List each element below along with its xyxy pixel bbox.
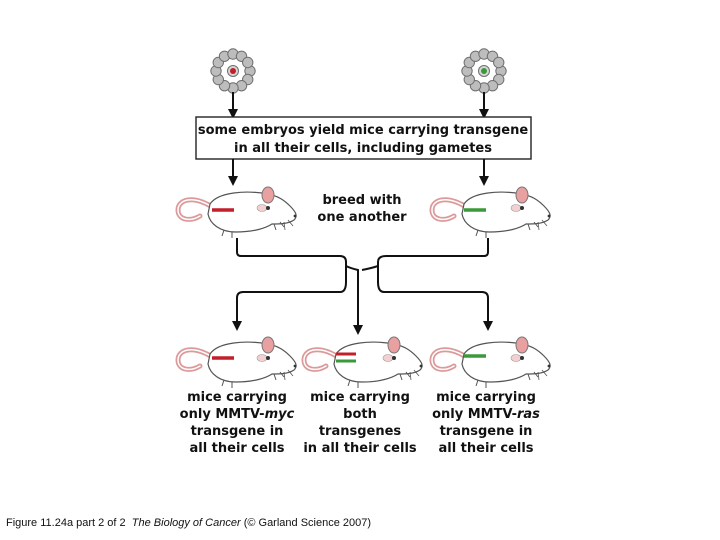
label-line: mice carrying: [310, 390, 410, 405]
breeding-connectors: [232, 238, 493, 335]
caption-book-title: The Biology of Cancer: [131, 517, 241, 529]
embryo-cell: [493, 56, 505, 69]
embryo-ras-icon: [461, 48, 507, 94]
mouse-offspring-ras: [432, 337, 550, 388]
mouse-offspring-myc: [178, 337, 296, 388]
label-line: mice carrying: [187, 390, 287, 405]
breed-label-line-1: breed with: [322, 193, 401, 208]
statement-line-2: in all their cells, including gametes: [234, 141, 492, 156]
label-offspring-ras: mice carrying only MMTV-ras transgene in…: [432, 390, 540, 456]
label-line: transgenes: [319, 424, 402, 439]
statement-line-1: some embryos yield mice carrying transge…: [198, 123, 528, 138]
label-line: all their cells: [189, 441, 284, 456]
breed-label-line-2: one another: [317, 210, 407, 225]
label-line: only MMTV-myc: [180, 407, 295, 422]
label-line: mice carrying: [436, 390, 536, 405]
label-line: transgene in: [191, 424, 284, 439]
label-offspring-myc: mice carrying only MMTV-myc transgene in…: [180, 390, 295, 456]
caption-figure-number: Figure 11.24a part 2 of 2: [6, 517, 126, 529]
embryo-myc-icon: [210, 48, 256, 94]
label-line: in all their cells: [303, 441, 417, 456]
embryo-cell: [242, 56, 254, 69]
mouse-offspring-both: [304, 337, 422, 388]
mouse-parent-ras: [432, 187, 550, 238]
label-line: all their cells: [438, 441, 533, 456]
label-line: transgene in: [440, 424, 533, 439]
label-line: both: [343, 407, 377, 422]
transgene-nucleus: [230, 68, 236, 74]
label-line: only MMTV-ras: [432, 407, 540, 422]
statement-box: [195, 116, 532, 160]
caption-credit: (© Garland Science 2007): [243, 517, 372, 529]
figure-caption: Figure 11.24a part 2 of 2 The Biology of…: [6, 517, 371, 529]
label-offspring-both: mice carrying both transgenes in all the…: [303, 390, 417, 456]
transgene-nucleus: [481, 68, 487, 74]
mouse-parent-myc: [178, 187, 296, 238]
